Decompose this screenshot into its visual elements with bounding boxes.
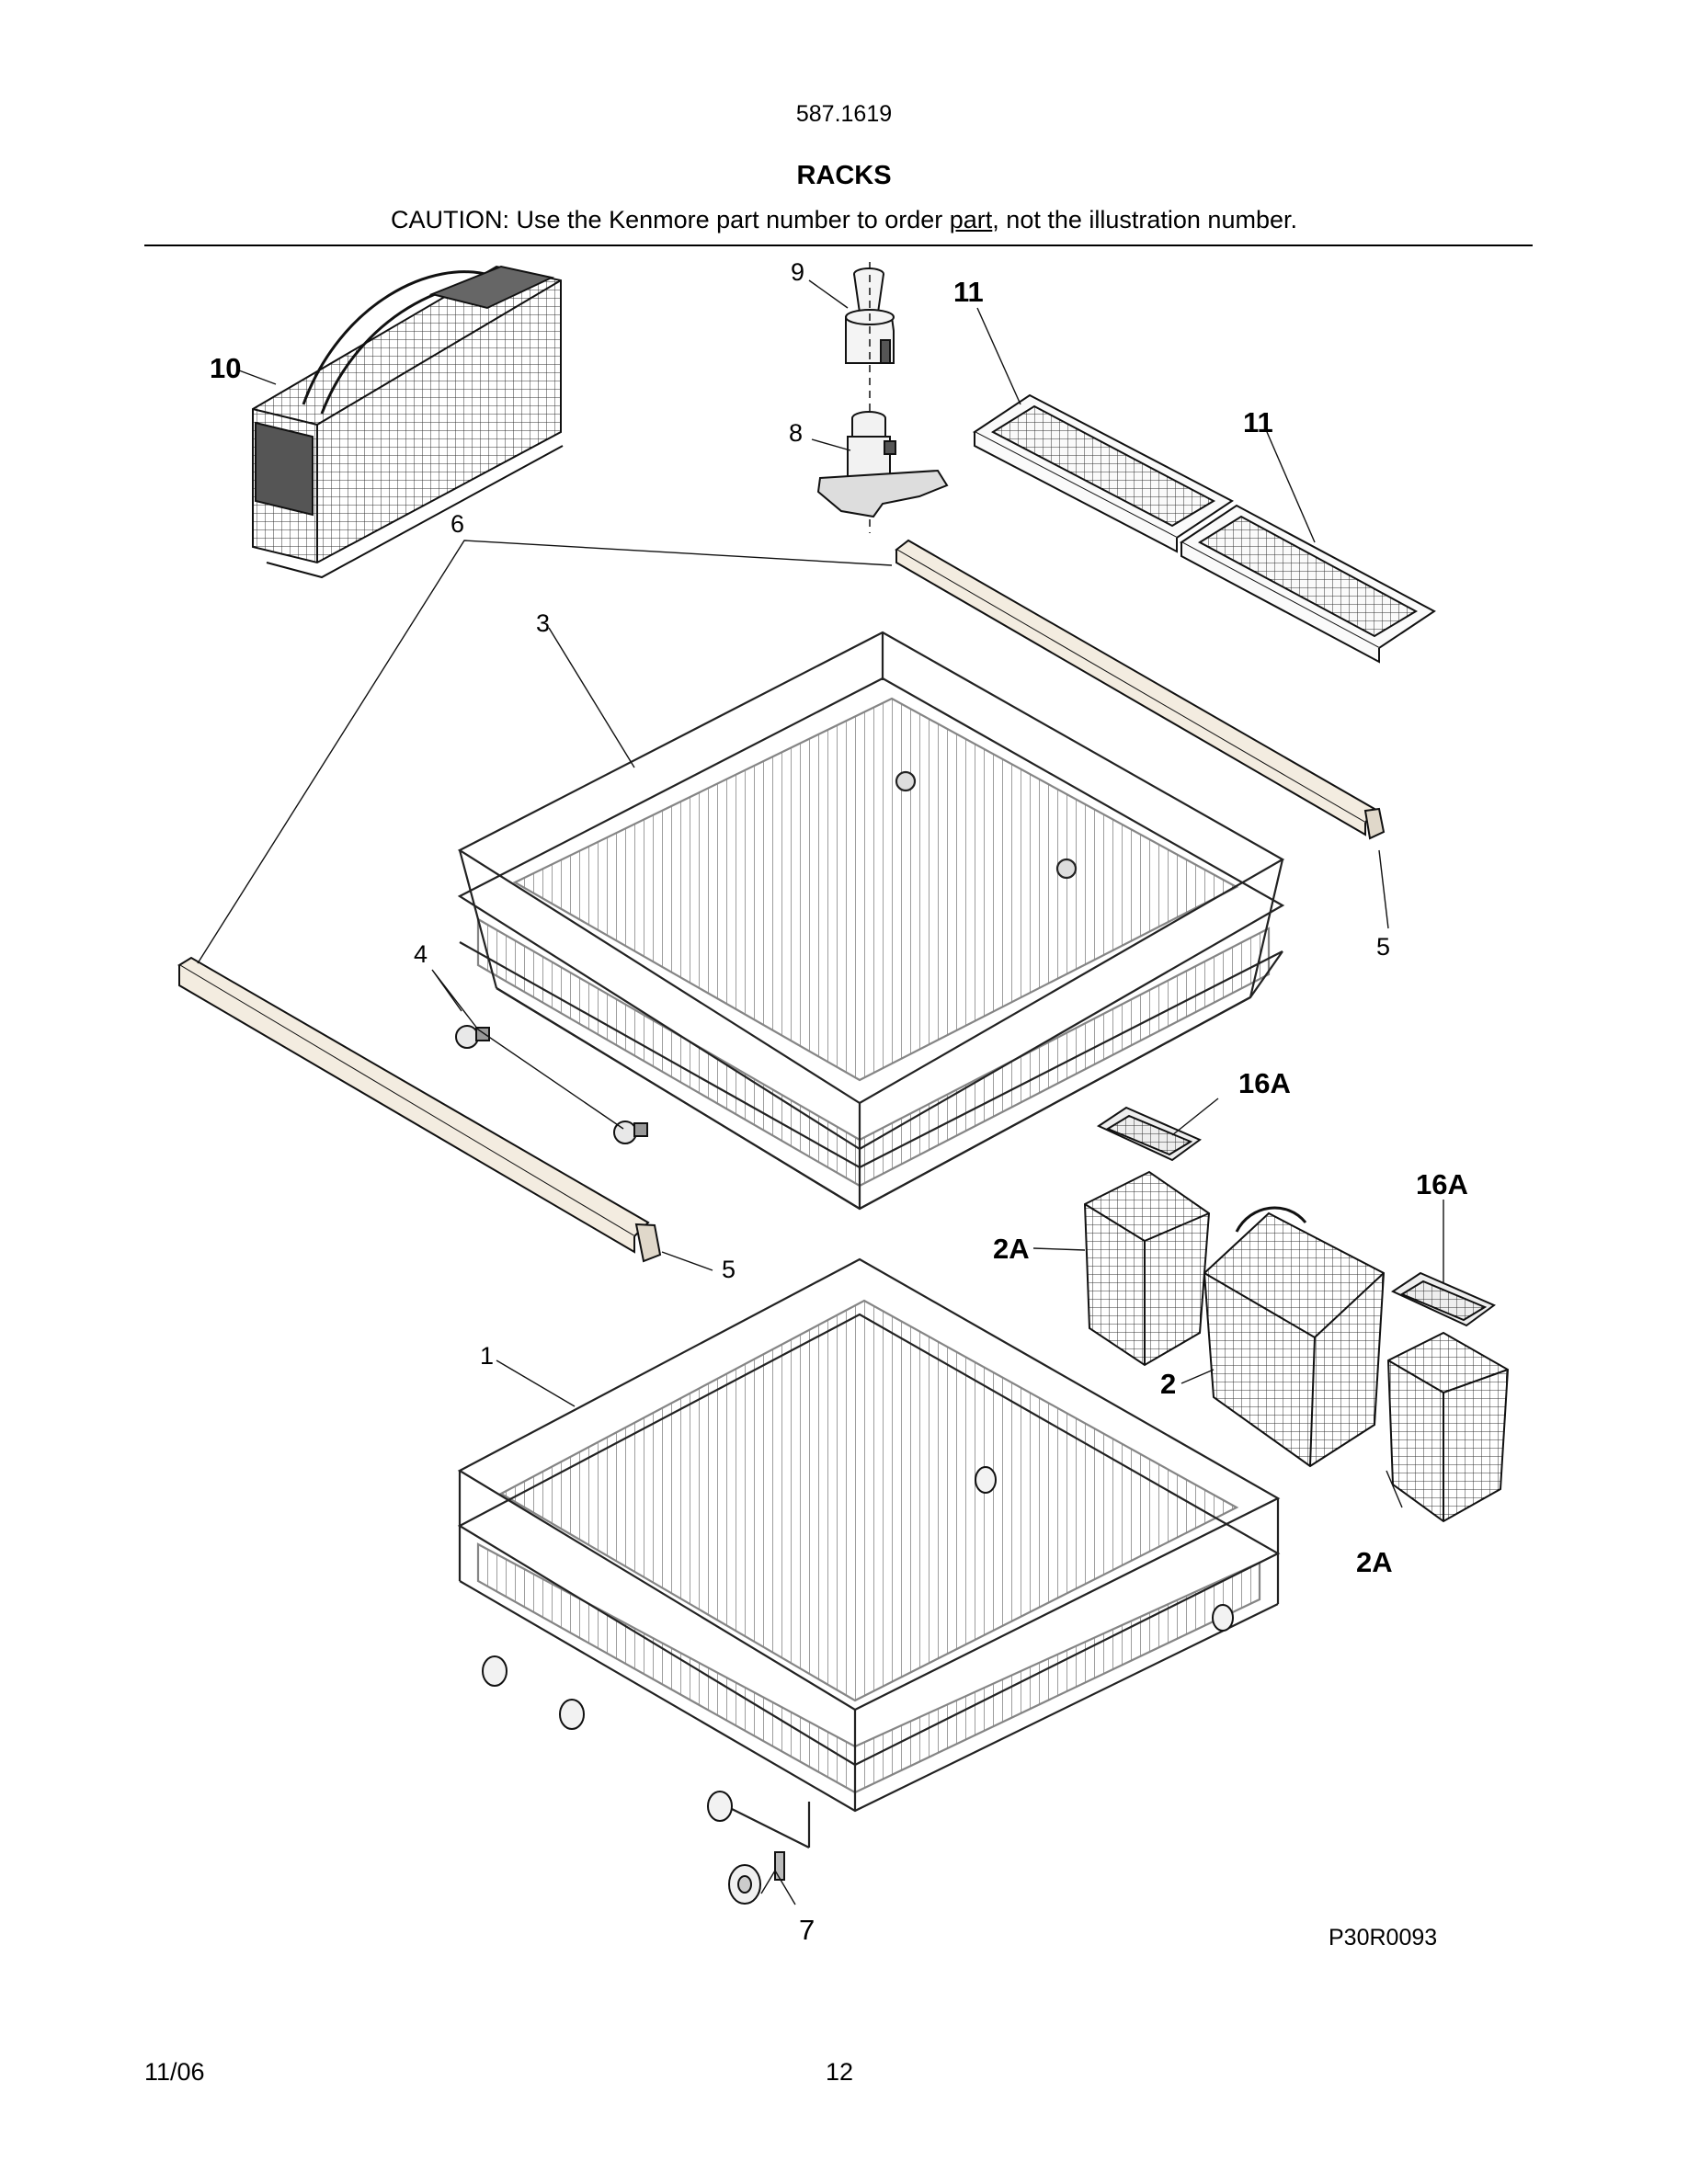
- callout-2a-right: 2A: [1356, 1546, 1393, 1578]
- callout-4: 4: [414, 940, 428, 968]
- tine-insert-part-11b: [1180, 504, 1436, 664]
- caution-note: CAUTION: Use the Kenmore part number to …: [0, 206, 1688, 234]
- diagram-code: P30R0093: [1329, 1925, 1438, 1951]
- upper-rack-part-3: [457, 631, 1285, 1211]
- basket-part-2a-left: [1083, 1170, 1211, 1367]
- callout-3: 3: [536, 609, 551, 637]
- lower-rack-wheels: [482, 1466, 1234, 1822]
- rail-end-cap-upper: [1363, 807, 1386, 840]
- callout-11-lower: 11: [1243, 406, 1273, 438]
- callout-5-lower: 5: [722, 1256, 736, 1283]
- rail-end-cap-lower: [634, 1223, 662, 1263]
- callout-11-upper: 11: [953, 276, 984, 308]
- callout-1: 1: [480, 1342, 495, 1370]
- callout-10: 10: [210, 352, 242, 384]
- callout-9: 9: [791, 258, 805, 286]
- shield-part-16a-top: [1096, 1106, 1202, 1162]
- wheel-assembly-part-7: [728, 1851, 785, 1905]
- caution-part-word: part: [949, 206, 993, 233]
- page-number: 12: [826, 2058, 854, 2086]
- basket-part-2a-right: [1386, 1331, 1510, 1523]
- callout-5-upper: 5: [1376, 933, 1391, 961]
- cutlery-basket-part: [252, 265, 564, 579]
- caution-text-end: , not the illustration number.: [992, 206, 1297, 233]
- callout-16a-upper: 16A: [1238, 1067, 1291, 1099]
- rack-rail-lower: [177, 956, 650, 1254]
- header-rule: [144, 245, 1533, 246]
- callout-2a-left: 2A: [993, 1233, 1030, 1265]
- basket-part-2: [1203, 1206, 1386, 1468]
- lower-rack-part-1: [457, 1257, 1281, 1848]
- caution-text-start: CAUTION: Use the Kenmore part number to …: [391, 206, 950, 233]
- model-number: 587.1619: [795, 101, 893, 127]
- shield-part-16a-right: [1390, 1271, 1496, 1327]
- page-title: RACKS: [796, 161, 892, 190]
- callout-leader-lines: [197, 279, 1444, 1905]
- callout-7: 7: [799, 1914, 815, 1946]
- callout-8: 8: [789, 419, 804, 447]
- callout-2: 2: [1160, 1368, 1177, 1400]
- callout-6: 6: [451, 510, 465, 538]
- manifold-part-8: [816, 411, 949, 518]
- tine-insert-part-11a: [973, 393, 1234, 553]
- footer-date: 11/06: [144, 2058, 205, 2086]
- callout-16a-right: 16A: [1416, 1168, 1468, 1200]
